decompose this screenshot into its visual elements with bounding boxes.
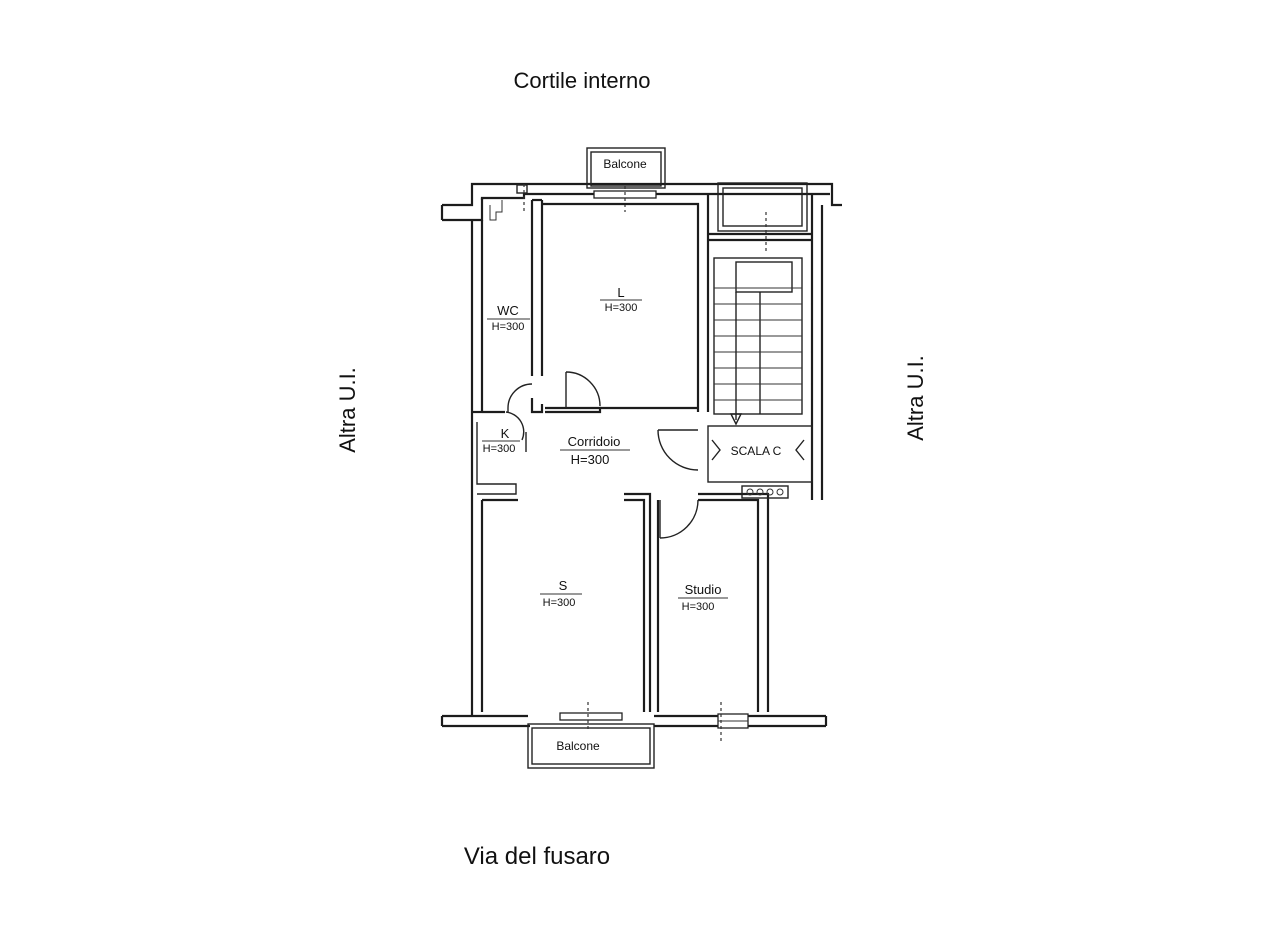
room-studio-height: H=300	[682, 601, 715, 613]
studio-window	[717, 702, 749, 742]
room-sitting-name: S	[559, 578, 568, 593]
room-wc-name: WC	[497, 303, 519, 318]
room-kitchen-name: K	[501, 426, 510, 441]
room-living-height: H=300	[605, 302, 638, 314]
balcony-top-label: Balcone	[603, 157, 647, 171]
balcony-bottom-label: Balcone	[556, 739, 600, 753]
room-corridor-name: Corridoio	[568, 434, 621, 449]
label-street: Via del fusaro	[464, 843, 610, 870]
room-wc: WC H=300	[480, 184, 530, 414]
outer-walls	[440, 182, 842, 728]
room-studio-name: Studio	[685, 582, 722, 597]
label-courtyard: Cortile interno	[514, 68, 651, 93]
room-sitting: S H=300	[540, 578, 582, 609]
doors	[505, 371, 699, 539]
label-adjacent-left: Altra U.I.	[335, 367, 360, 453]
label-adjacent-right: Altra U.I.	[903, 355, 928, 441]
room-living: L H=300	[542, 194, 710, 414]
stair-label: SCALA C	[731, 444, 782, 458]
wall-wc-living	[530, 198, 544, 414]
room-wc-height: H=300	[492, 321, 525, 333]
balcony-top: Balcone	[586, 147, 666, 212]
stairwell: SCALA C	[707, 182, 813, 499]
balcony-bottom: Balcone	[527, 702, 655, 769]
room-kitchen: K H=300	[472, 410, 527, 502]
room-corridor: Corridoio H=300	[560, 434, 630, 467]
room-living-name: L	[617, 285, 624, 300]
room-sitting-height: H=300	[543, 597, 576, 609]
room-corridor-height: H=300	[571, 452, 610, 467]
room-kitchen-height: H=300	[483, 443, 516, 455]
room-studio: Studio H=300	[678, 582, 728, 613]
